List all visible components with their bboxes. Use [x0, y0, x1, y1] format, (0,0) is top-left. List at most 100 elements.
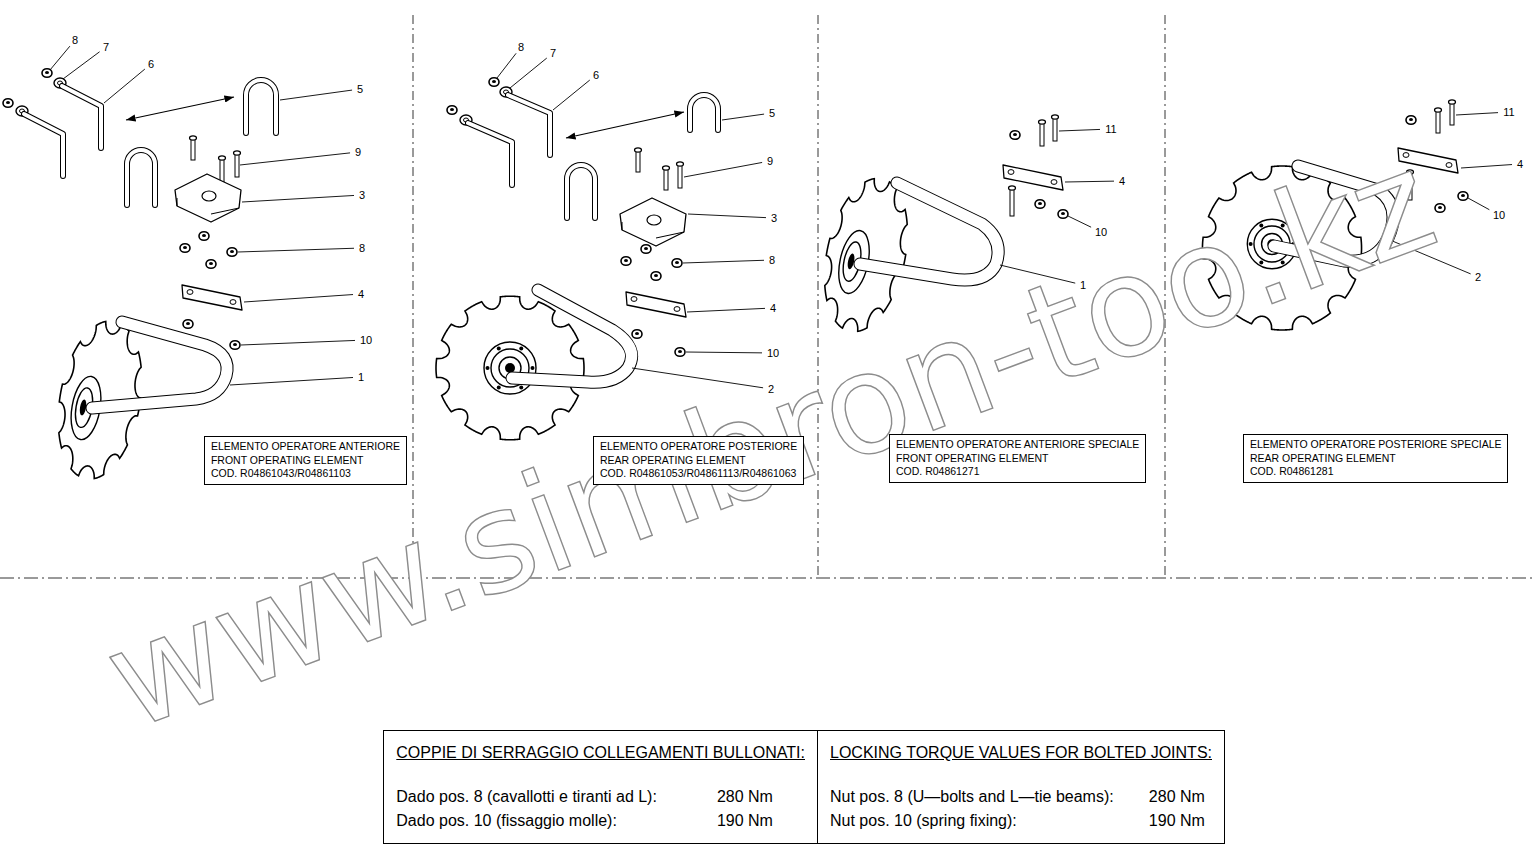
- callout-number: 5: [356, 84, 364, 95]
- nut: [1010, 131, 1020, 140]
- leader-line: [686, 352, 762, 354]
- leader-line: [1068, 216, 1091, 227]
- leader-line: [63, 52, 100, 79]
- u-bolt: [246, 80, 276, 133]
- notched-disc: [825, 179, 907, 332]
- plate-hole: [1008, 170, 1014, 175]
- disc-hub: [484, 342, 536, 394]
- callout-number: 1: [357, 372, 365, 383]
- leader-line: [510, 58, 547, 88]
- spring-tine: [92, 322, 227, 408]
- spring-tine: [512, 290, 632, 382]
- nut: [180, 244, 190, 253]
- table-cell: Dado pos. 8 (cavallotti e tiranti ad L):: [396, 787, 689, 808]
- title-line: COD. R04861281: [1250, 465, 1501, 479]
- leader-line: [241, 340, 355, 345]
- nut: [206, 260, 216, 269]
- callout-number: 7: [102, 42, 110, 53]
- bolt: [663, 166, 670, 190]
- callout-number: 10: [1492, 210, 1506, 221]
- callout-number: 11: [1104, 124, 1117, 135]
- leader-line: [244, 295, 353, 302]
- callout-number: 1: [1079, 280, 1087, 291]
- nut: [621, 257, 631, 266]
- plate-hole: [1051, 180, 1057, 185]
- leader-line: [1065, 181, 1114, 183]
- clamp-plate: [620, 198, 686, 246]
- callout-number: 4: [357, 289, 365, 300]
- table-cell: Dado pos. 10 (fissaggio molle):: [396, 811, 689, 832]
- plate-hole: [187, 290, 193, 295]
- callout-number: 9: [354, 147, 362, 158]
- nut: [227, 248, 237, 257]
- leader-line: [280, 90, 352, 100]
- callout-number: 7: [549, 48, 557, 59]
- nut: [183, 320, 193, 329]
- nut: [199, 232, 209, 241]
- u-bolt: [127, 150, 155, 205]
- callout-number: 10: [359, 335, 373, 346]
- title-line: REAR OPERATING ELEMENT: [1250, 452, 1501, 466]
- spring-tine: [860, 183, 998, 280]
- bolt: [635, 148, 642, 172]
- title-line: FRONT OPERATING ELEMENT: [211, 454, 400, 468]
- leader-line: [553, 80, 590, 110]
- callout-number: 4: [1516, 159, 1524, 170]
- double-arrow: [566, 112, 684, 138]
- l-bolt: [468, 123, 512, 185]
- callout-number: 8: [517, 42, 525, 53]
- plate-hole: [631, 297, 637, 302]
- callout-number: 2: [767, 384, 775, 395]
- bolt: [219, 156, 226, 182]
- plate-hole: [230, 300, 236, 305]
- bolt: [1052, 115, 1059, 141]
- tie-plate: [182, 285, 242, 310]
- plate-hole: [647, 215, 661, 225]
- nut: [489, 78, 499, 87]
- bolt: [1449, 100, 1456, 125]
- nut: [672, 259, 682, 268]
- callout-number: 8: [768, 255, 776, 266]
- bolt: [1039, 120, 1046, 146]
- leader-line: [240, 153, 350, 165]
- leader-line: [1468, 198, 1489, 210]
- bolt: [190, 136, 197, 160]
- title-line: COD. R04861043/R04861103: [211, 467, 400, 481]
- leader-line: [242, 195, 354, 202]
- leader-line: [50, 46, 70, 70]
- table-cell: 280 Nm: [1149, 787, 1212, 808]
- bolt: [677, 162, 684, 188]
- callout-number: 6: [592, 70, 600, 81]
- divider-line: [413, 15, 414, 578]
- table-heading: LOCKING TORQUE VALUES FOR BOLTED JOINTS:: [830, 743, 1212, 764]
- plate-hole: [202, 191, 216, 201]
- callout-number: 3: [770, 213, 778, 224]
- callout-number: 4: [1118, 176, 1126, 187]
- nut: [1458, 192, 1468, 201]
- clamp-plate: [175, 174, 241, 222]
- title-line: REAR OPERATING ELEMENT: [600, 454, 797, 468]
- title-line: ELEMENTO OPERATORE ANTERIORE SPECIALE: [896, 438, 1139, 452]
- leader-line: [1059, 129, 1100, 131]
- title-line: COD. R04861053/R04861113/R04861063: [600, 467, 797, 481]
- plate-hole: [1446, 163, 1452, 168]
- plate-hole: [674, 307, 680, 312]
- title-line: ELEMENTO OPERATORE ANTERIORE: [211, 440, 400, 454]
- table-cell: 190 Nm: [1149, 811, 1212, 832]
- double-arrow: [126, 97, 234, 120]
- leader-line: [722, 114, 764, 120]
- u-bolt: [690, 95, 718, 130]
- leader-line: [1456, 113, 1498, 115]
- bolt: [1435, 108, 1442, 133]
- plate-edge: [177, 198, 239, 214]
- table-cell: 190 Nm: [717, 811, 805, 832]
- callout-number: 8: [71, 35, 79, 46]
- torque-table-cell: LOCKING TORQUE VALUES FOR BOLTED JOINTS:…: [817, 730, 1225, 844]
- plate-edge: [622, 222, 684, 238]
- title-line: ELEMENTO OPERATORE POSTERIORE: [600, 440, 797, 454]
- nut: [641, 245, 651, 254]
- table-cell: Nut pos. 10 (spring fixing):: [830, 811, 1121, 832]
- leader-line: [230, 377, 353, 385]
- callout-number: 3: [358, 190, 366, 201]
- callout-number: 11: [1502, 107, 1515, 118]
